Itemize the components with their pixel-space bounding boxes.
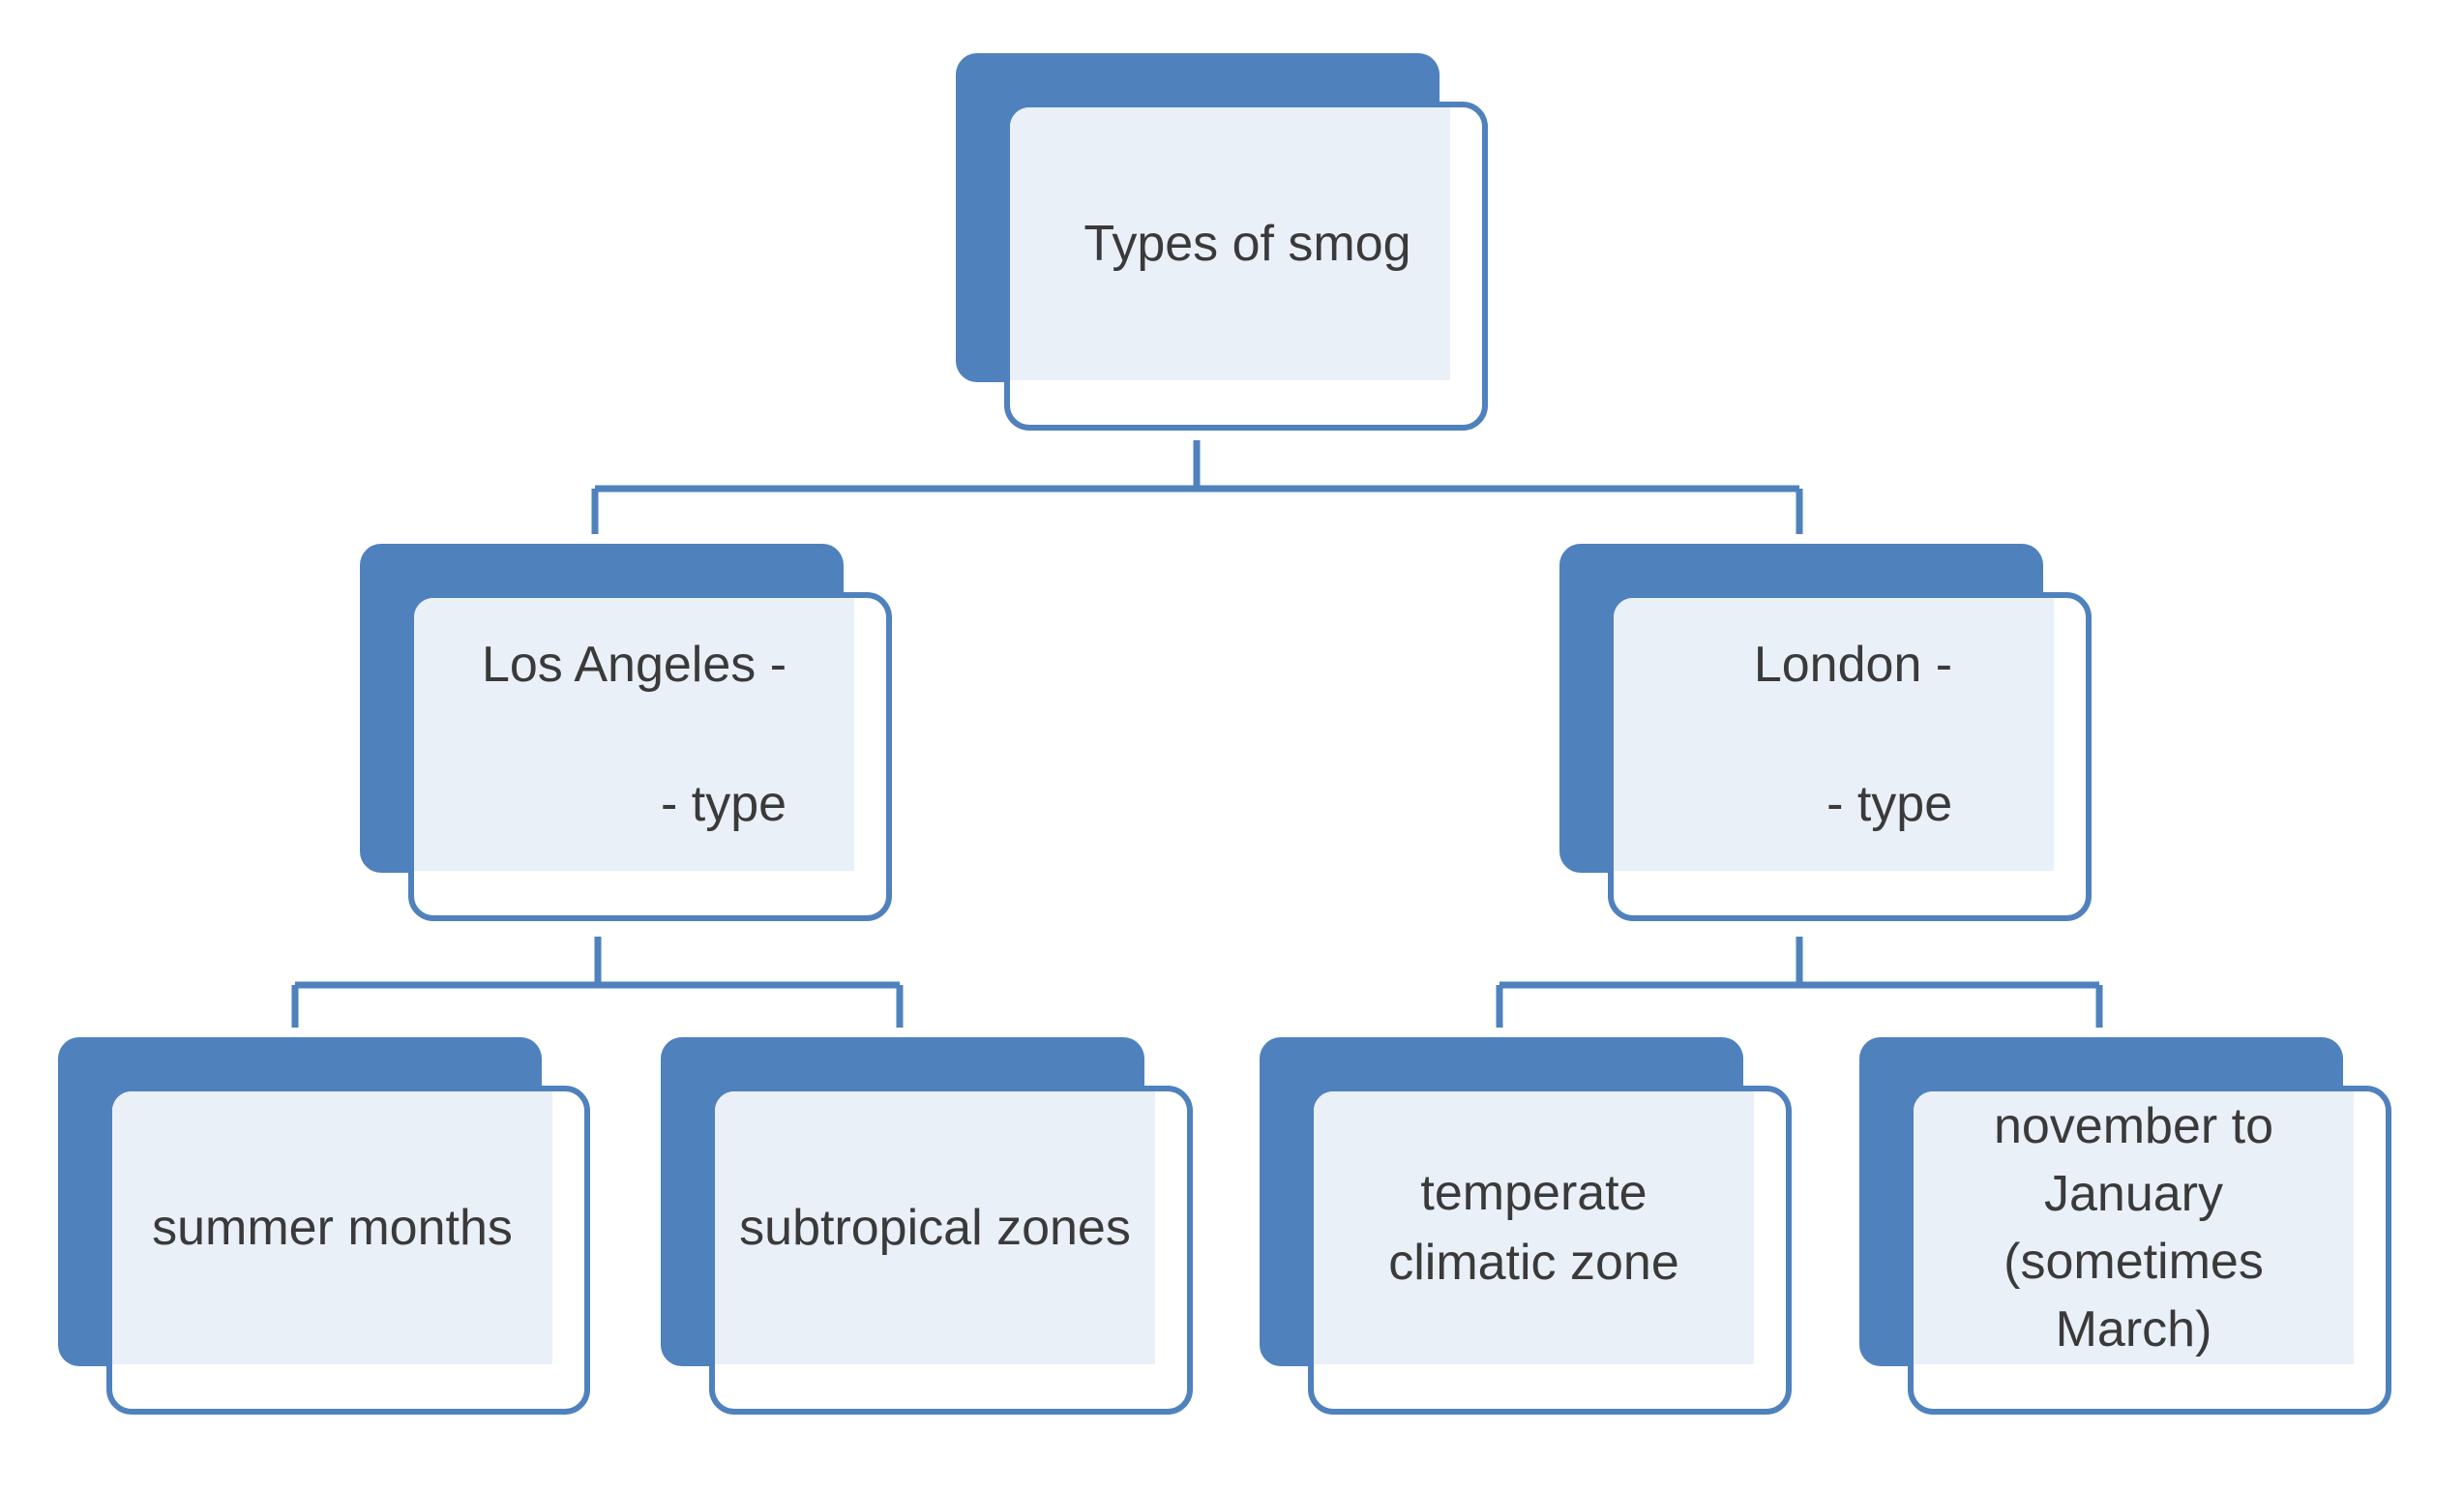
branch-label-line2: - type xyxy=(660,776,787,832)
leaf-node-box: november to January (sometimes March) xyxy=(1908,1086,2391,1415)
branch-node-label: London - - type xyxy=(1614,598,2054,871)
connector-right-branch xyxy=(1496,937,2103,1028)
connector-left-branch xyxy=(291,937,904,1028)
branch-node-label: Los Angeles - - type xyxy=(414,598,854,871)
branch-label-line1: London - xyxy=(1753,637,1953,693)
leaf-node-box: summer months xyxy=(106,1086,590,1415)
root-node-label: Types of smog xyxy=(1084,216,1411,272)
branch-node-box: Los Angeles - - type xyxy=(408,592,892,921)
leaf-node-box: subtropical zones xyxy=(709,1086,1193,1415)
branch-label-line2: - type xyxy=(1826,776,1953,832)
branch-label-line1: Los Angeles - xyxy=(481,637,787,693)
leaf-node-label: subtropical zones xyxy=(739,1200,1131,1256)
leaf-node-label: temperate climatic zone xyxy=(1388,1165,1679,1291)
leaf-node-box: temperate climatic zone xyxy=(1308,1086,1792,1415)
leaf-node-label: summer months xyxy=(152,1200,513,1256)
leaf-node-label: november to January (sometimes March) xyxy=(1993,1098,2274,1358)
root-node-box: Types of smog xyxy=(1004,102,1488,431)
connector-root xyxy=(591,440,1803,534)
branch-node-box: London - - type xyxy=(1608,592,2092,921)
